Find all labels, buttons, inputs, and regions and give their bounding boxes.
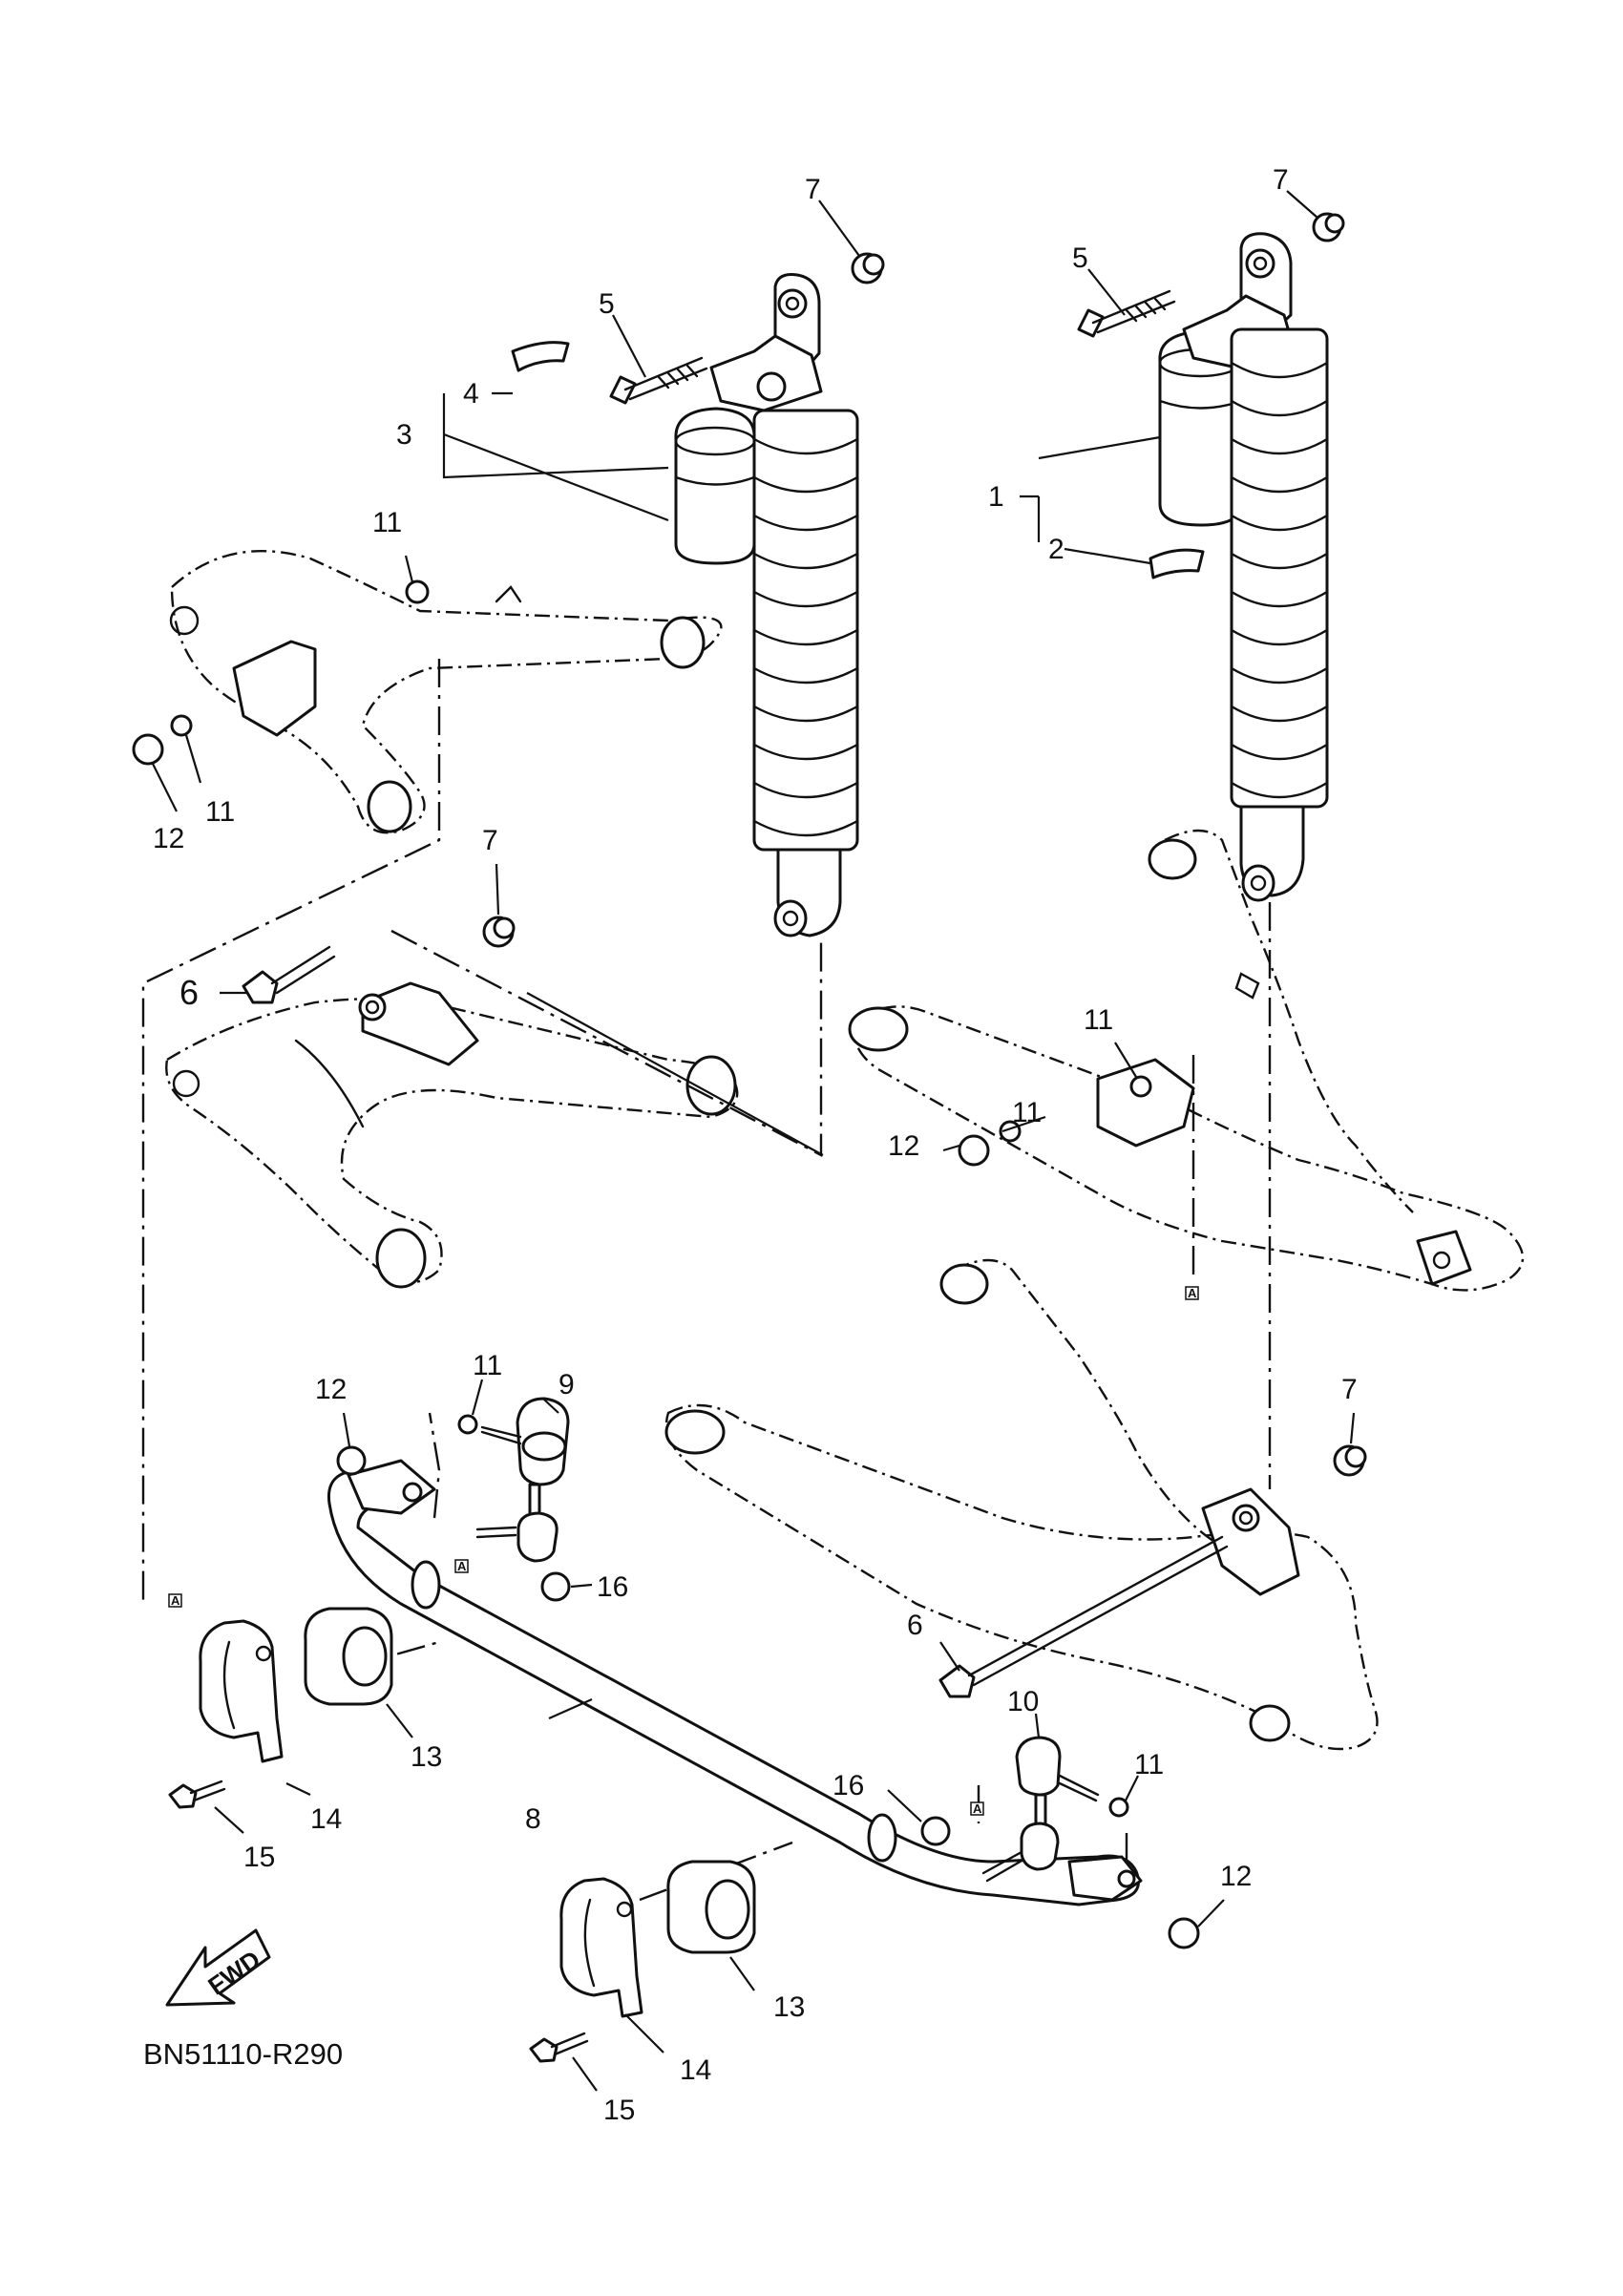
left-shock-spring (752, 409, 859, 852)
leader-lines (152, 190, 1356, 2092)
callout-12-upper: 12 (153, 823, 184, 854)
ref-marker-2: A (454, 1559, 469, 1573)
left-shock-nut (851, 252, 885, 284)
left-shock-absorber (511, 252, 885, 937)
callout-11-right-link: 11 (1134, 1749, 1164, 1780)
callout-7-lower: 7 (1341, 1374, 1358, 1405)
ref-marker-4: A (970, 1801, 984, 1816)
right-shock-spring (1230, 327, 1329, 809)
svg-text:A: A (973, 1801, 982, 1816)
callout-11-link: 11 (473, 1350, 502, 1381)
stabilizer-link-left (475, 1397, 570, 1563)
stabilizer-link-right (981, 1736, 1100, 1883)
callout-2: 2 (1048, 534, 1064, 565)
bracket-left (199, 1619, 284, 1763)
right-shock-bolt (1077, 289, 1176, 338)
callout-6-right: 6 (907, 1610, 923, 1641)
right-shock-nut (1312, 212, 1345, 242)
callout-14-left: 14 (310, 1803, 342, 1835)
right-shock-absorber (1077, 212, 1345, 902)
callout-3: 3 (396, 419, 412, 451)
callout-12-link: 12 (315, 1374, 347, 1405)
callout-7-left-shock: 7 (805, 174, 821, 205)
callout-12-right-bar: 12 (1220, 1861, 1252, 1892)
ref-marker-3: A (1185, 1286, 1199, 1300)
arm-bolt-right (938, 1535, 1229, 1698)
callout-16-right: 16 (833, 1770, 864, 1801)
left-shock-bolt (609, 356, 708, 405)
callout-7-arm: 7 (482, 825, 498, 856)
callout-15-right: 15 (603, 2095, 635, 2126)
bushing-right (666, 1860, 756, 1954)
bracket-bolt-right (529, 2032, 589, 2063)
callout-5-right-shock: 5 (1072, 242, 1088, 274)
callout-12-right-arm: 12 (888, 1130, 919, 1162)
reference-lines (141, 659, 1272, 1902)
callout-11-right-arm: 11 (1084, 1004, 1113, 1036)
callout-14-right: 14 (680, 2054, 711, 2086)
callout-13-right: 13 (773, 1991, 805, 2023)
bushing-left (304, 1607, 393, 1706)
bracket-bolt-left (168, 1780, 226, 1809)
callout-7-right-shock: 7 (1273, 164, 1289, 196)
callout-1: 1 (988, 481, 1004, 513)
stabilizer-bar (327, 1459, 1143, 1906)
callout-9: 9 (559, 1369, 575, 1401)
ref-marker-1: A (168, 1593, 182, 1608)
callout-4: 4 (463, 378, 479, 410)
callout-15-left: 15 (243, 1842, 275, 1873)
svg-text:A: A (1188, 1286, 1197, 1300)
callout-6-left: 6 (179, 973, 199, 1012)
arm-bolt-left (242, 945, 336, 1004)
callout-5-left-shock: 5 (599, 288, 615, 320)
bracket-right (559, 1877, 643, 2018)
callout-11-upper-washer: 11 (205, 796, 235, 828)
callout-11-upper: 11 (372, 507, 402, 538)
callout-13-left: 13 (411, 1741, 442, 1773)
upper-left-arm (169, 549, 723, 834)
callout-16-left: 16 (597, 1571, 628, 1603)
right-lower-arm (664, 1258, 1379, 1751)
svg-text:A: A (457, 1559, 467, 1573)
fasteners (132, 579, 1367, 1949)
right-middle-arm (848, 829, 1525, 1292)
fwd-arrow-icon: FWD (165, 1928, 271, 2007)
callout-8: 8 (525, 1803, 541, 1835)
callout-11-right-washer: 11 (1012, 1097, 1042, 1128)
callout-10: 10 (1007, 1686, 1039, 1717)
left-a-arm (165, 981, 739, 1289)
callout-numbers: 7 7 5 5 4 3 1 2 11 11 12 7 6 11 11 12 7 … (153, 164, 1358, 2126)
diagram-code: BN51110-R290 (143, 2037, 343, 2071)
svg-text:A: A (171, 1593, 180, 1608)
